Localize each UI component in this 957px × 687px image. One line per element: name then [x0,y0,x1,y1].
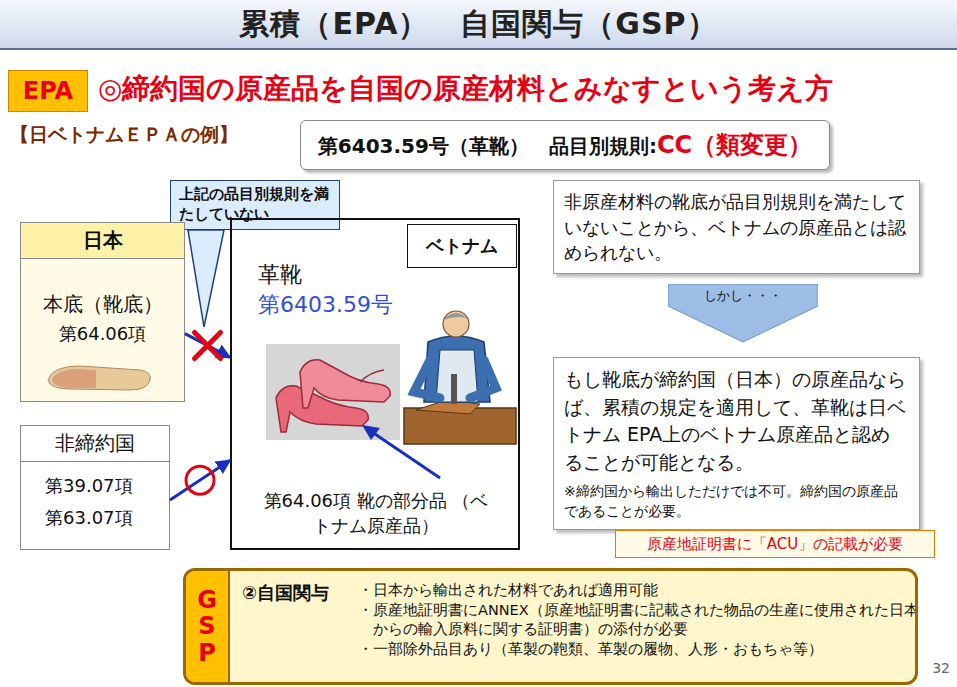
acu-note: 原産地証明書に「ACU」の記載が必要 [615,530,935,558]
text-box: 非原産材料の靴底が品目別規則を満たしていないことから、ベトナムの原産品とは認めら… [553,180,920,274]
arrow-text: しかし・・・ [668,287,818,305]
part-name: 本底（靴底） [21,291,184,318]
example-heading: 【日ベトナムＥＰＡの例】 [10,122,300,148]
shoe-sole [48,366,150,390]
hs-code: 第64.06項 [21,322,184,346]
vietnam-box: 革靴第6403.59号第64.06項 靴の部分品 （ベトナム原産品） ベトナム [230,218,520,550]
circle-mark [186,466,214,494]
bullet: ・原産地証明書にANNEX（原産地証明書に記載された物品の生産に使用された日本か… [358,601,918,640]
box-header: 非締約国 [21,426,169,462]
connector [185,334,230,358]
title-band: 累積（EPA） 自国関与（GSP） [0,0,957,50]
country-tag: ベトナム [407,224,517,268]
cross-mark [195,333,221,359]
shoe-picture [266,344,400,440]
hs-code: 第63.07項 [21,506,169,530]
rule-text: 第6403.59号（革靴） 品目別規則: [318,134,657,158]
callout-pointer [188,230,224,327]
bullet: ・一部除外品目あり（革製の鞄類、革製の履物、人形・おもちゃ等） [358,640,908,660]
hs-code: 第39.07項 [21,474,169,498]
vertical-text: GSP [195,587,219,666]
rule-box: 第6403.59号（革靴） 品目別規則:CC（類変更） [300,120,830,170]
sole-heel [52,369,96,388]
explanation: もし靴底が締約国（日本）の原産品ならば、累積の規定を適用して、革靴は日ベトナム … [564,366,909,476]
bullet: ・日本から輸出された材料であれば適用可能 [358,581,908,601]
product-name: 革靴 [258,260,302,290]
title-text: 累積（EPA） 自国関与（GSP） [239,4,717,45]
callout-box: 上記の品目別規則を満たしていない [170,180,340,230]
product-code: 第6403.59号 [258,290,393,320]
gsp-heading: ②自国関与 [242,581,329,605]
box-header: 日本 [21,223,184,259]
page-number: 32 [918,660,950,676]
connector [170,460,230,500]
part-caption: 第64.06項 靴の部分品 （ベトナム原産品） [260,488,492,538]
text-box: もし靴底が締約国（日本）の原産品ならば、累積の規定を適用して、革靴は日ベトナム … [553,357,920,530]
japan-box: 日本本底（靴底） 第64.06項 [20,222,185,402]
tag-text: EPA [23,77,73,105]
nonparty-box: 非締約国第39.07項第63.07項 [20,425,170,550]
section-heading: ◎締約国の原産品を自国の原産材料とみなすという考え方 [98,70,948,108]
explanation: 非原産材料の靴底が品目別規則を満たしていないことから、ベトナムの原産品とは認めら… [564,189,909,266]
worker-picture [404,311,516,444]
note: ※締約国から輸出しただけでは不可。締約国の原産品であることが必要。 [564,482,909,521]
down-arrow: しかし・・・ [668,284,818,344]
leader-arrow [362,425,440,478]
gsp-box: ②自国関与 ・日本から輸出された材料であれば適用可能・原産地証明書にANNEX（原… [183,568,918,685]
rule-cc: CC（類変更） [657,131,812,159]
acu-text: 原産地証明書に「ACU」の記載が必要 [647,535,903,554]
callout-text: 上記の品目別規則を満たしていない [179,185,331,224]
gsp-column: GSP [186,571,230,682]
arrow-outline [668,284,818,342]
epa-tag: EPA [8,70,88,112]
tag-text: ベトナム [426,234,498,258]
